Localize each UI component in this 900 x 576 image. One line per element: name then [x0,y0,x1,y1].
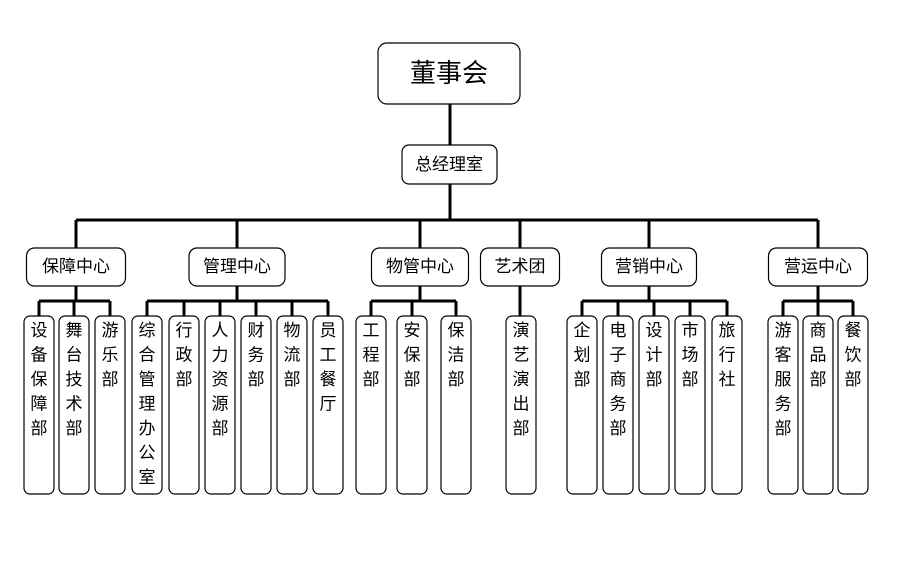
department-box [440,315,472,495]
center-box-1 [188,247,286,287]
center-label: 物管中心 [386,257,454,277]
department-box [566,315,598,495]
department-box [168,315,200,495]
department-label: 员工餐厅 [320,321,337,415]
department-label: 舞台技术部 [66,321,83,439]
department-box [240,315,272,495]
center-box-4 [600,247,698,287]
center-box-0 [25,247,127,287]
board-label: 董事会 [410,59,488,89]
department-label: 餐饮部 [845,321,862,390]
department-label: 保洁部 [448,321,465,390]
center-label: 营运中心 [784,257,852,277]
department-box [711,315,743,495]
department-box [802,315,834,495]
department-label: 游乐部 [102,321,119,390]
gm-office-box [401,144,498,185]
department-label: 工程部 [363,321,380,390]
department-label: 物流部 [284,321,301,390]
department-label: 商品部 [810,321,827,390]
department-box [767,315,799,495]
department-box [312,315,344,495]
department-box [505,315,537,495]
center-label: 管理中心 [203,257,271,277]
department-box [204,315,236,495]
department-box [355,315,387,495]
center-box-3 [479,247,561,287]
department-box [94,315,126,495]
department-label: 演艺演出部 [513,321,530,439]
center-label: 营销中心 [615,257,683,277]
gm-office-label: 总经理室 [415,155,483,175]
department-label: 设计部 [646,321,663,390]
department-label: 人力资源部 [212,321,229,439]
department-label: 电子商务部 [610,321,627,439]
department-label: 旅行社 [719,321,736,390]
department-label: 市场部 [682,321,699,390]
center-box-5 [767,247,869,287]
department-box [276,315,308,495]
department-label: 企划部 [574,321,591,390]
department-box [837,315,869,495]
department-box [638,315,670,495]
department-label: 设备保障部 [31,321,48,439]
board-box [377,42,521,105]
center-box-2 [370,247,470,287]
department-box [23,315,55,495]
department-box [396,315,428,495]
department-box [674,315,706,495]
department-box [602,315,634,495]
department-label: 综合管理办公室 [139,321,156,488]
department-label: 游客服务部 [775,321,792,439]
department-label: 安保部 [404,321,421,390]
department-label: 财务部 [248,321,265,390]
department-box [131,315,163,495]
department-box [58,315,90,495]
center-label: 艺术团 [495,257,546,277]
center-label: 保障中心 [42,257,110,277]
connector-lines [37,104,855,316]
department-label: 行政部 [176,321,193,390]
